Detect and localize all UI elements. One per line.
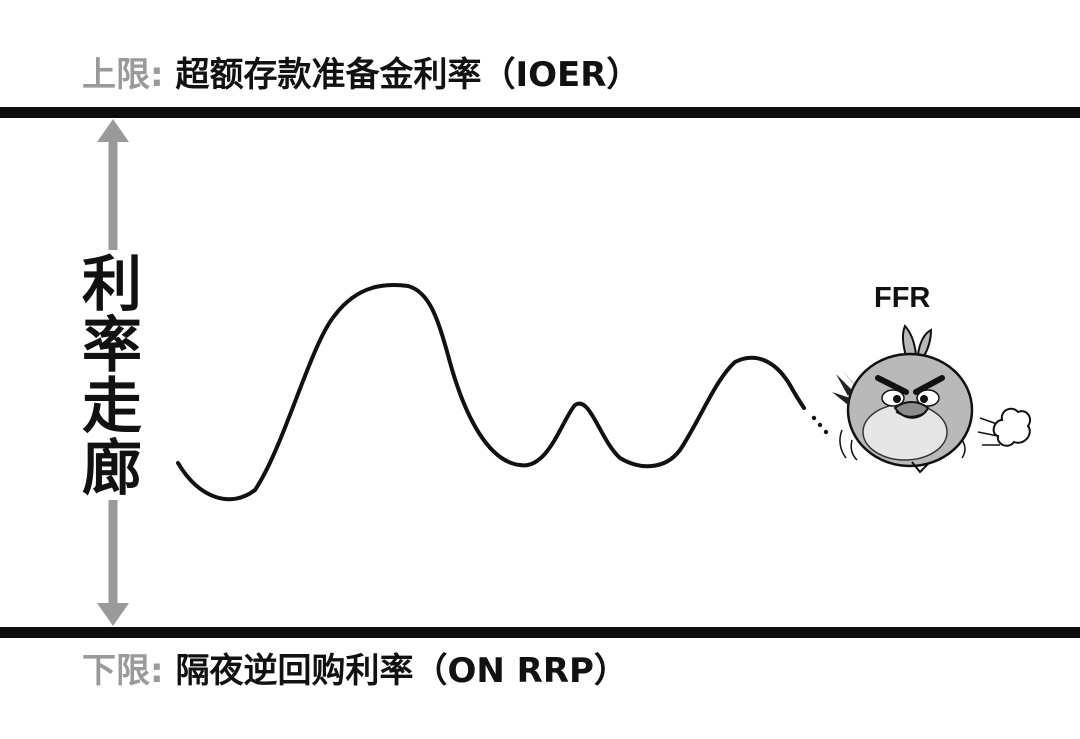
smoke-puff-icon [977, 407, 1032, 447]
corridor-arrow [97, 119, 129, 626]
rate-curve [176, 282, 806, 502]
lower-bound-name: 隔夜逆回购利率（ON RRP） [175, 651, 628, 691]
ffr-label: FFR [874, 282, 931, 314]
lower-bound-line [0, 627, 1080, 638]
lower-bound-prefix: 下限: [82, 651, 164, 691]
arrow-head-up [97, 119, 129, 142]
upper-bound-line [0, 107, 1080, 118]
corridor-label: 利率走廊 [76, 254, 148, 500]
upper-bound-label: 上限: 超额存款准备金利率（IOER） [82, 58, 640, 92]
angry-bird-icon [832, 324, 974, 474]
arrow-head-down [97, 603, 129, 626]
lower-bound-label: 下限: 隔夜逆回购利率（ON RRP） [82, 654, 628, 688]
curve-dots [811, 415, 829, 435]
upper-bound-name: 超额存款准备金利率（IOER） [175, 55, 641, 95]
upper-bound-prefix: 上限: [82, 55, 164, 95]
